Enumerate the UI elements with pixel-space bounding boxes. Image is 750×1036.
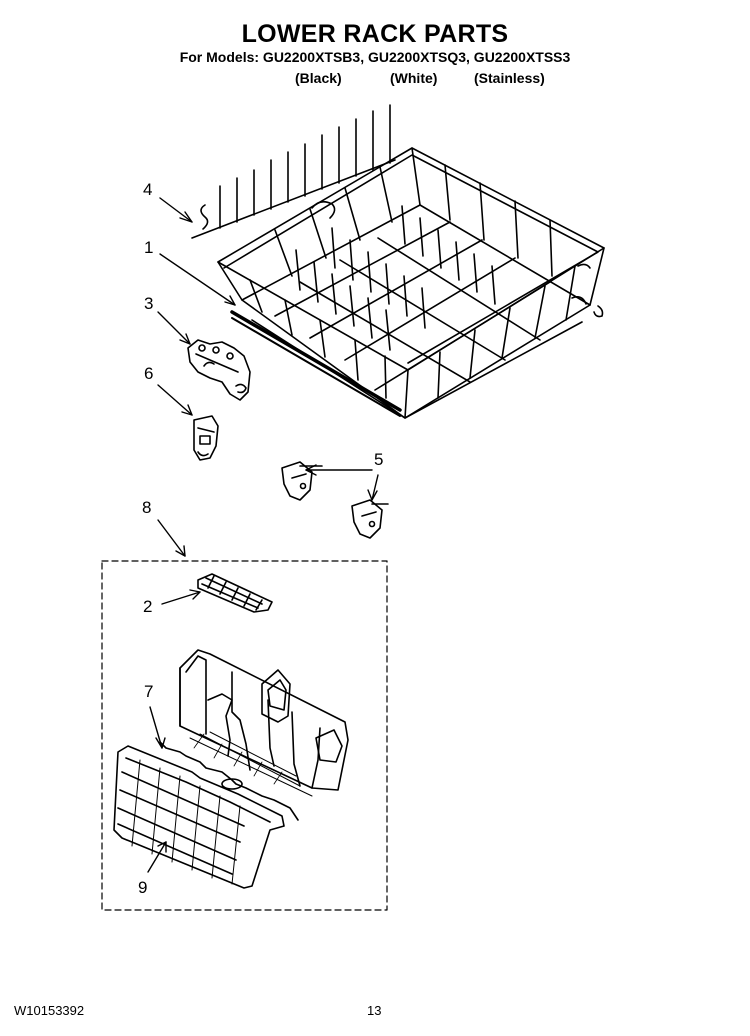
part-1-lower-rack [217, 147, 605, 419]
callout-3: 3 [144, 294, 154, 313]
part-6-rack-clip [193, 415, 219, 461]
part-2-cover-strip [197, 573, 273, 613]
callout-5: 5 [374, 450, 384, 469]
callout-2: 2 [143, 597, 153, 616]
callout-1: 1 [144, 238, 154, 257]
page-number: 13 [367, 1003, 382, 1018]
callout-7: 7 [144, 682, 154, 701]
part-7-silverware-basket [159, 649, 349, 821]
page-title: LOWER RACK PARTS [241, 20, 509, 48]
models-line: For Models: GU2200XTSB3, GU2200XTSQ3, GU… [179, 49, 571, 65]
callout-8: 8 [142, 498, 152, 517]
callout-4: 4 [143, 180, 153, 199]
part-5-tine-clip-lower [351, 499, 389, 539]
callout-6: 6 [144, 364, 154, 383]
variant-stainless: (Stainless) [474, 70, 545, 86]
part-4-tine-row [191, 104, 396, 239]
part-3-wheel-carrier [187, 339, 251, 401]
part-8-kit-box [101, 560, 388, 911]
part-9-basket-lid [113, 745, 285, 889]
callout-9: 9 [138, 878, 148, 897]
document-number: W10153392 [14, 1003, 85, 1018]
leader-lines [147, 197, 379, 873]
variant-white: (White) [390, 70, 438, 86]
part-5-tine-clip-upper [281, 461, 323, 501]
variant-black: (Black) [295, 70, 342, 86]
